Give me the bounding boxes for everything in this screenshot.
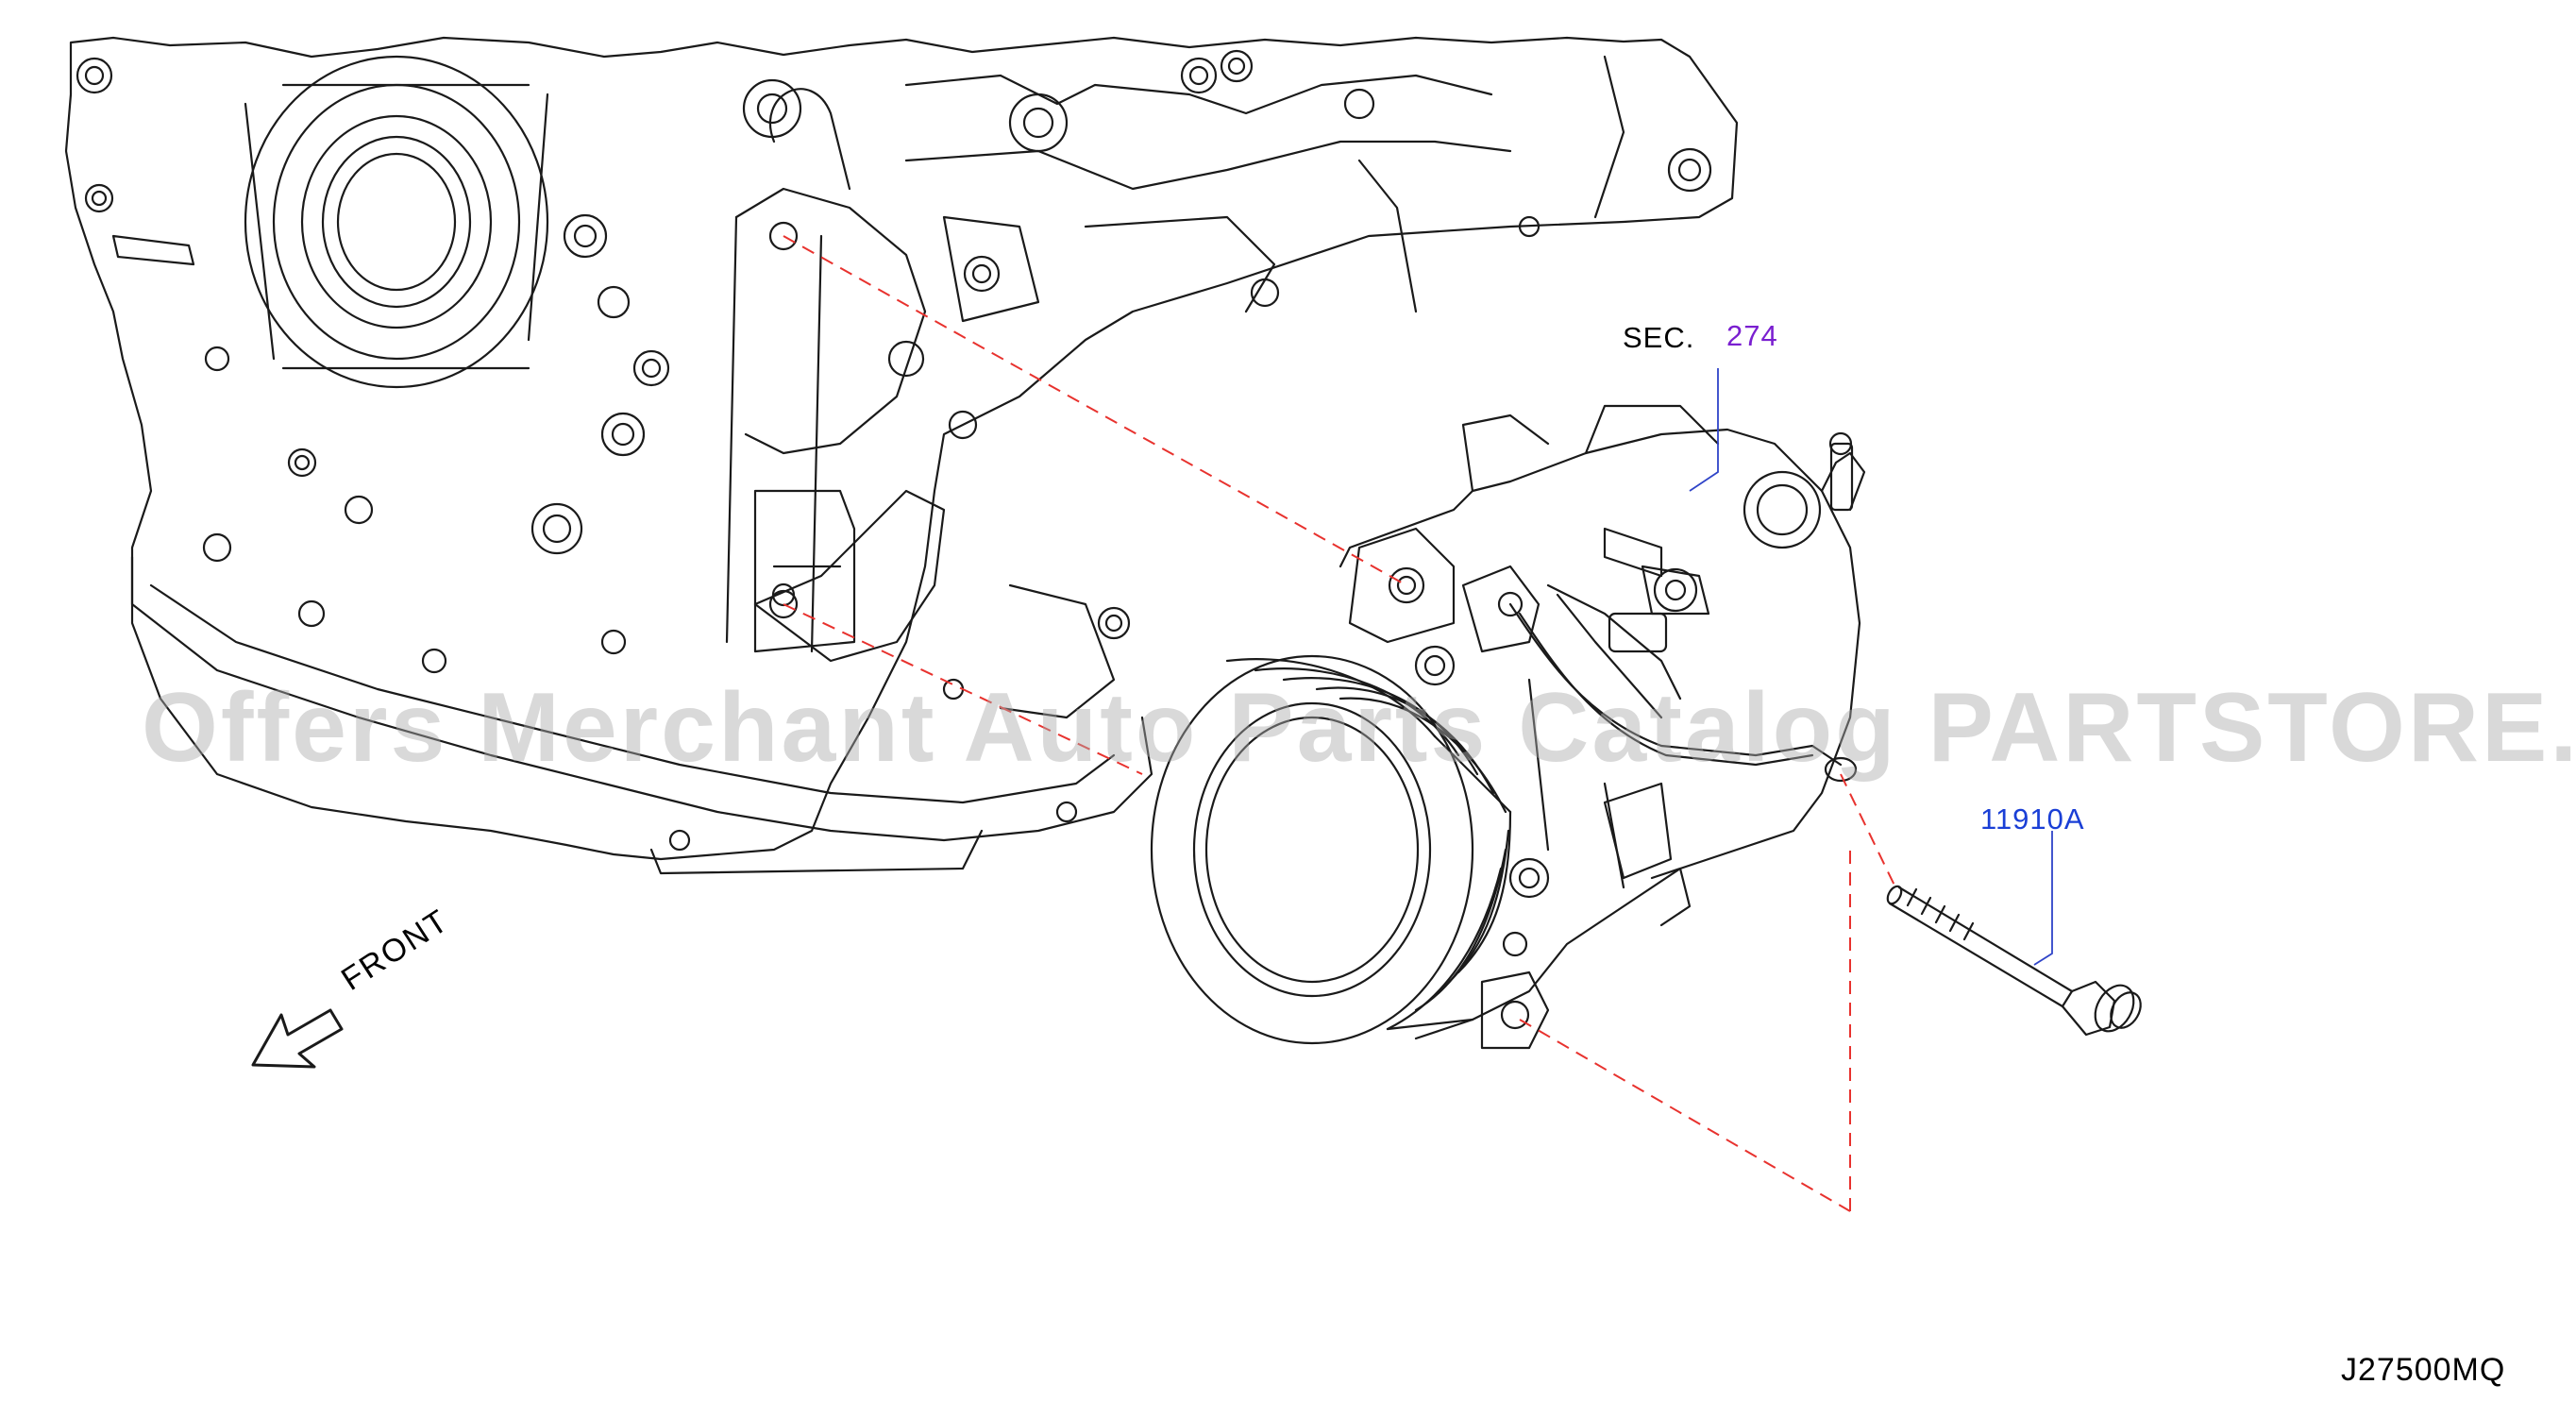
- sec-label: SEC.: [1623, 321, 1695, 354]
- diagram-code: J27500MQ: [2341, 1352, 2506, 1388]
- bolt-11910a: [1886, 885, 2142, 1037]
- leader-lines: [783, 235, 1898, 1212]
- engine-block: [64, 36, 1739, 875]
- sec-number-274[interactable]: 274: [1726, 319, 1778, 352]
- callout-lines: [1689, 368, 2053, 966]
- watermark: Offers Merchant Auto Parts Catalog PARTS…: [142, 673, 2576, 783]
- ac-compressor: [1150, 404, 1866, 1050]
- part-number-11910a[interactable]: 11910A: [1980, 802, 2085, 836]
- front-arrow-icon: [251, 1008, 344, 1069]
